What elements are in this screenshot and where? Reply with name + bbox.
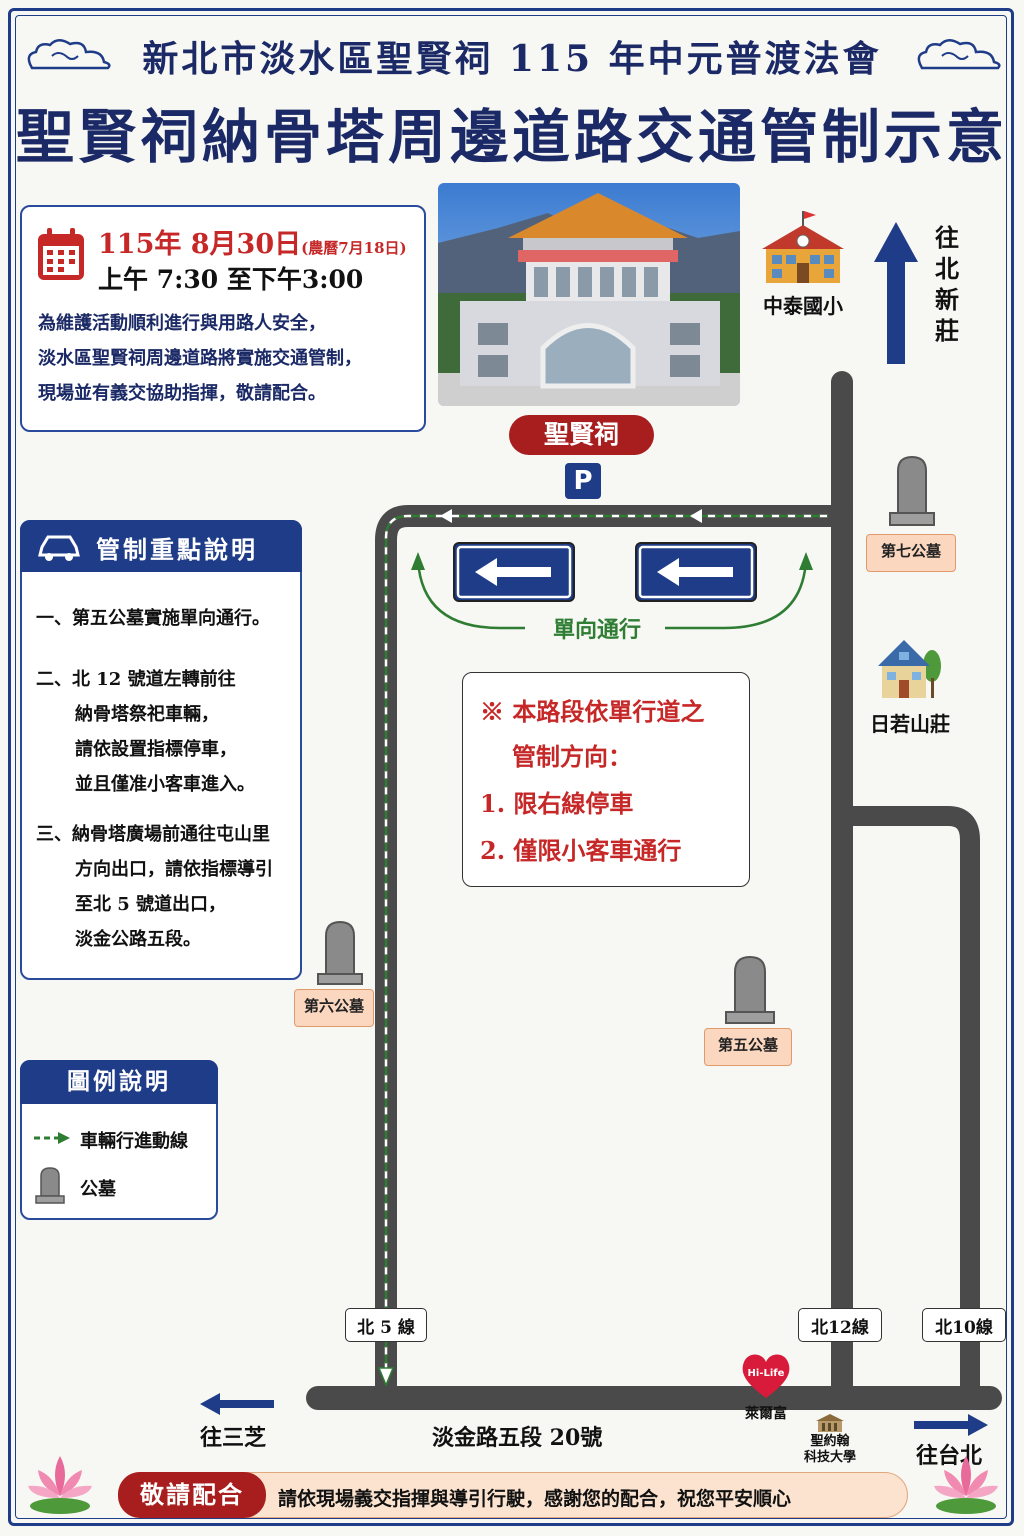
main-road-label: 淡金路五段 20號 bbox=[432, 1425, 603, 1451]
rule-item: 請依設置指標停車， bbox=[75, 739, 237, 760]
direction-east: 往台北 bbox=[916, 1443, 983, 1469]
university-label: 聖約翰 科技大學 bbox=[790, 1434, 870, 1466]
lunar-date: (農曆7月18日) bbox=[301, 239, 407, 257]
legend-title: 圖例說明 bbox=[20, 1060, 218, 1104]
tombstone-icon bbox=[725, 955, 775, 1024]
direction-north-char: 新 bbox=[935, 285, 959, 314]
legend-cemetery-label: 公墓 bbox=[80, 1179, 116, 1200]
event-time: 上午 7:30 至下午3:00 bbox=[98, 265, 364, 294]
villa-label: 日若山莊 bbox=[870, 712, 950, 736]
direction-west: 往三芝 bbox=[200, 1425, 267, 1451]
hilife-logo-text: Hi-Life bbox=[748, 1368, 785, 1379]
inner-border bbox=[15, 15, 1007, 1519]
direction-north-char: 北 bbox=[935, 254, 959, 283]
notice-line: 淡水區聖賢祠周邊道路將實施交通管制， bbox=[38, 348, 362, 369]
shrine-photo bbox=[438, 183, 740, 406]
event-date: 115年 8月30日(農曆7月18日) bbox=[98, 229, 407, 260]
cloud-icon bbox=[27, 39, 111, 70]
cemetery-6-label: 第六公墓 bbox=[294, 989, 374, 1027]
rule-item: 一、第五公墓實施單向通行。 bbox=[36, 608, 270, 629]
rule-item: 方向出口，請依指標導引 bbox=[75, 859, 273, 880]
university-icon bbox=[816, 1414, 844, 1432]
university-label-line: 聖約翰 bbox=[810, 1434, 850, 1449]
school-icon bbox=[762, 211, 844, 283]
cemetery-5-label: 第五公墓 bbox=[704, 1028, 792, 1066]
direction-north-char: 莊 bbox=[935, 316, 959, 345]
lotus-icon bbox=[28, 1456, 92, 1514]
school-label: 中泰國小 bbox=[763, 294, 843, 318]
university-label-line: 科技大學 bbox=[803, 1450, 856, 1465]
legend-route-label: 車輛行進動線 bbox=[80, 1131, 188, 1152]
schedule-card bbox=[20, 205, 426, 432]
lotus-icon bbox=[934, 1456, 998, 1514]
rule-item: 至北 5 號道出口， bbox=[75, 894, 227, 915]
route-arrow-icon bbox=[34, 1132, 70, 1144]
cemetery-7-label: 第七公墓 bbox=[866, 534, 956, 572]
rules-card bbox=[20, 520, 302, 980]
parking-icon: P bbox=[565, 463, 601, 499]
hilife-label: 萊爾富 bbox=[745, 1406, 787, 1422]
rule-item: 三、納骨塔廣場前通往屯山里 bbox=[36, 824, 270, 845]
road-n10-label: 北10線 bbox=[922, 1308, 1006, 1342]
one-way-sign-icon bbox=[635, 542, 757, 602]
tombstone-icon bbox=[317, 920, 363, 985]
rules-header bbox=[20, 520, 302, 572]
rule-item: 二、北 12 號道左轉前往 bbox=[36, 669, 236, 690]
event-subtitle: 新北市淡水區聖賢祠 115 年中元普渡法會 bbox=[142, 38, 882, 80]
footer-badge: 敬請配合 bbox=[118, 1472, 266, 1518]
one-way-sign-icon bbox=[453, 542, 575, 602]
note-item: 2. 僅限小客車通行 bbox=[480, 836, 682, 865]
road-n12-label: 北12線 bbox=[798, 1308, 882, 1342]
note-line: 管制方向： bbox=[512, 742, 632, 771]
note-line: ※ 本路段依單行道之 bbox=[480, 697, 705, 726]
cloud-icon bbox=[917, 39, 1001, 70]
rules-title: 管制重點說明 bbox=[96, 535, 258, 564]
regulation-note bbox=[462, 672, 750, 887]
footer-message: 請依現場義交指揮與導引行駛，感謝您的配合，祝您平安順心 bbox=[278, 1488, 792, 1510]
notice-line: 現場並有義交協助指揮，敬請配合。 bbox=[38, 383, 326, 404]
north-arrow-icon bbox=[874, 222, 918, 364]
outer-border bbox=[8, 8, 1014, 1526]
east-arrow-icon bbox=[914, 1414, 988, 1436]
rule-item: 並且僅准小客車進入。 bbox=[75, 774, 255, 795]
one-way-label: 單向通行 bbox=[552, 617, 641, 643]
direction-north-char: 往 bbox=[935, 223, 959, 252]
tombstone-icon bbox=[35, 1167, 65, 1204]
rule-item: 納骨塔祭祀車輛， bbox=[75, 704, 219, 725]
shrine-label: 聖賢祠 bbox=[509, 415, 654, 455]
direction-north: 往 北 新 莊 bbox=[930, 222, 964, 346]
car-icon bbox=[38, 535, 80, 561]
notice-line: 為維護活動順利進行與用路人安全， bbox=[38, 313, 326, 334]
tombstone-icon bbox=[889, 455, 935, 526]
west-arrow-icon bbox=[200, 1393, 274, 1415]
house-icon bbox=[878, 640, 941, 698]
calendar-icon bbox=[38, 228, 84, 280]
rule-item: 淡金公路五段。 bbox=[75, 929, 201, 950]
road-n5-label: 北 5 線 bbox=[345, 1308, 427, 1342]
hilife-logo-icon: Hi-Life bbox=[742, 1354, 790, 1398]
note-item: 1. 限右線停車 bbox=[480, 789, 634, 818]
